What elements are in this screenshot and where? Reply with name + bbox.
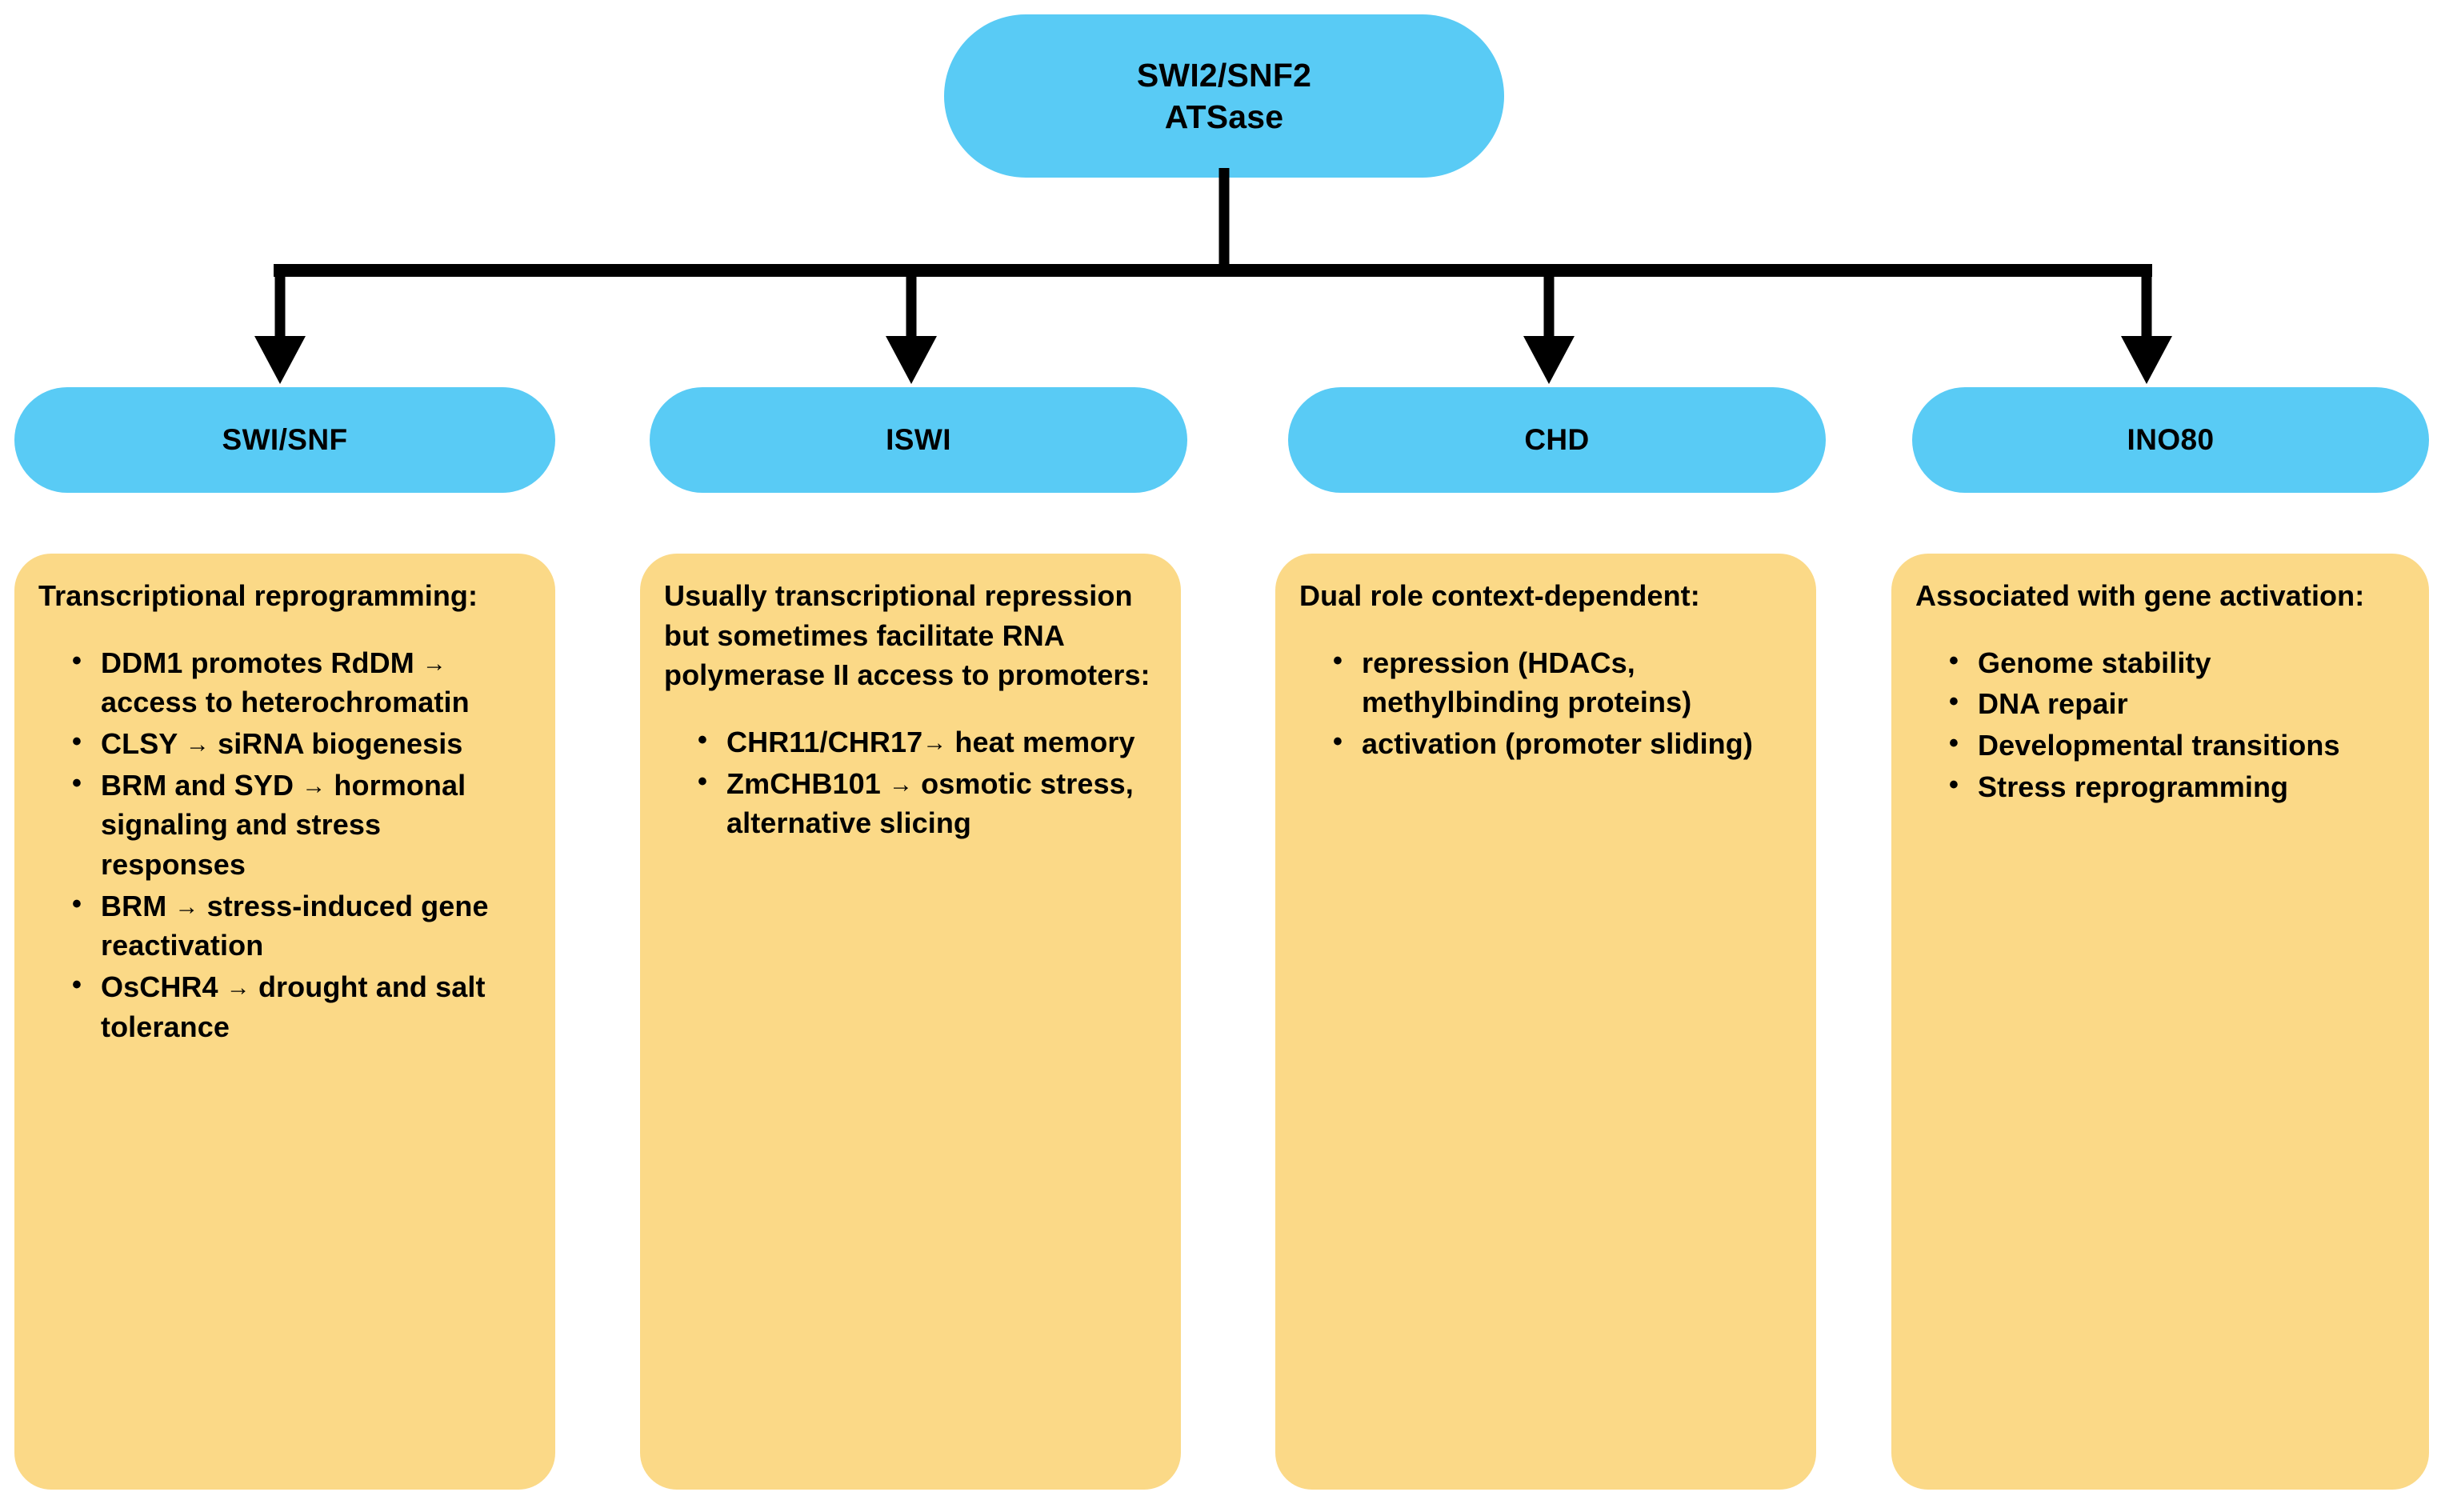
category-pill-iswi[interactable]: ISWI: [650, 387, 1187, 493]
detail-bullet-item: CLSY → siRNA biogenesis: [70, 723, 531, 764]
arrow-icon: →: [888, 770, 914, 798]
branch-arrowhead-1: [254, 336, 306, 384]
arrow-icon: →: [174, 893, 199, 920]
detail-card-intro: Associated with gene activation:: [1915, 579, 2365, 612]
category-pill-label: ISWI: [886, 423, 951, 456]
arrow-icon: →: [302, 772, 326, 799]
detail-card-chd: Dual role context-dependent: repression …: [1275, 554, 1816, 1490]
branch-arrowhead-2: [886, 336, 937, 384]
detail-bullet-item: Developmental transitions: [1947, 725, 2405, 766]
category-pill-ino80[interactable]: INO80: [1912, 387, 2429, 493]
detail-bullet-item: CHR11/CHR17→ heat memory: [696, 722, 1157, 762]
detail-bullet-item: DNA repair: [1947, 683, 2405, 724]
category-pill-chd[interactable]: CHD: [1288, 387, 1826, 493]
category-pill-label: SWI/SNF: [222, 423, 348, 456]
arrow-icon: →: [226, 974, 250, 1002]
arrow-icon: →: [922, 730, 947, 757]
detail-bullet-item: DDM1 promotes RdDM → access to heterochr…: [70, 642, 531, 722]
detail-bullet-item: BRM and SYD → hormonal signaling and str…: [70, 765, 531, 885]
detail-card-bullet-list: DDM1 promotes RdDM → access to heterochr…: [38, 642, 531, 1047]
category-pill-label: INO80: [2127, 423, 2215, 456]
root-node-label: SWI2/SNF2 ATSase: [1136, 56, 1312, 135]
detail-bullet-item: BRM → stress-induced gene reactivation: [70, 886, 531, 966]
detail-card-bullet-list: CHR11/CHR17→ heat memoryZmCHB101 → osmot…: [664, 722, 1157, 843]
category-pill-swi-snf[interactable]: SWI/SNF: [14, 387, 555, 493]
category-pill-label: CHD: [1524, 423, 1590, 456]
root-node-swi2-snf2-atsase[interactable]: SWI2/SNF2 ATSase: [944, 14, 1504, 178]
detail-card-swi-snf: Transcriptional reprogramming: DDM1 prom…: [14, 554, 555, 1490]
detail-bullet-item: OsCHR4 → drought and salt tolerance: [70, 966, 531, 1046]
arrow-icon: →: [185, 731, 210, 758]
detail-bullet-item: repression (HDACs, methylbinding protein…: [1331, 642, 1792, 722]
detail-bullet-item: ZmCHB101 → osmotic stress, alternative s…: [696, 763, 1157, 843]
detail-bullet-item: Stress reprogramming: [1947, 766, 2405, 807]
detail-bullet-item: Genome stability: [1947, 642, 2405, 683]
detail-card-bullet-list: Genome stabilityDNA repairDevelopmental …: [1915, 642, 2405, 807]
detail-card-intro: Transcriptional reprogramming:: [38, 579, 478, 612]
branch-arrowhead-3: [1523, 336, 1575, 384]
detail-card-bullet-list: repression (HDACs, methylbinding protein…: [1299, 642, 1792, 764]
branch-arrowhead-4: [2121, 336, 2172, 384]
detail-card-intro: Usually transcriptional repression but s…: [664, 579, 1150, 692]
detail-card-iswi: Usually transcriptional repression but s…: [640, 554, 1181, 1490]
detail-card-intro: Dual role context-dependent:: [1299, 579, 1700, 612]
detail-card-ino80: Associated with gene activation: Genome …: [1891, 554, 2429, 1490]
detail-bullet-item: activation (promoter sliding): [1331, 723, 1792, 764]
arrow-icon: →: [422, 650, 447, 677]
